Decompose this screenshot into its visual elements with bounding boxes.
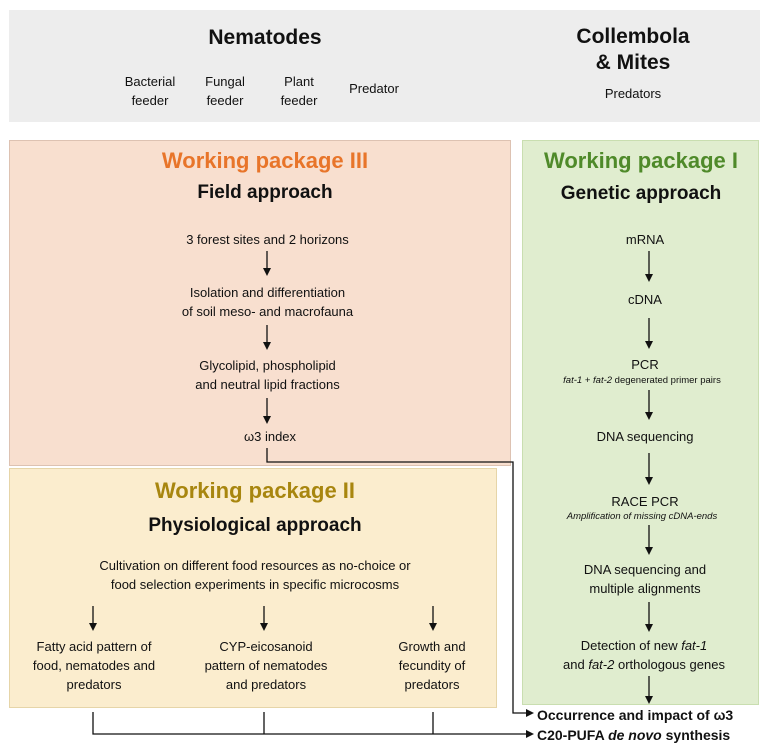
wp1-step-cdna: cDNA xyxy=(628,292,662,307)
wp1-seq-align-line1: DNA sequencing and xyxy=(583,562,707,577)
wp2-col1-line1: Fatty acid pattern of xyxy=(36,639,152,654)
wp2-col2-line3: and predators xyxy=(225,677,307,692)
wp1-pcr-note-plus: + xyxy=(582,375,594,386)
wp1-pcr-note-gene2: fat-2 xyxy=(593,375,613,386)
wp1-step-race-pcr: RACE PCR xyxy=(611,494,679,509)
wp3-step-isolation-line1: Isolation and differentiation xyxy=(189,285,346,300)
wp2-col2-line1: CYP-eicosanoid xyxy=(219,639,313,654)
wp2-col2-line2: pattern of nematodes xyxy=(204,658,328,673)
collembola-title-line2: & Mites xyxy=(595,51,671,74)
wp3-step-sites: 3 forest sites and 2 horizons xyxy=(186,232,349,247)
feeder-fungal: Fungal feeder xyxy=(190,72,260,110)
wp1-pcr-note-rest: degenerated primer pairs xyxy=(612,375,721,386)
outcome-text2: synthesis xyxy=(661,727,731,743)
wp2-intro-line1: Cultivation on different food resources … xyxy=(99,558,411,573)
wp2-intro-line2: food selection experiments in specific m… xyxy=(110,577,400,592)
wp2-growth-fecundity: Growth and fecundity of predators xyxy=(370,637,494,694)
wp1-step-pcr: PCR xyxy=(631,357,659,372)
outcome-line1: Occurrence and impact of ω3 xyxy=(537,707,734,723)
feeder-bacterial: Bacterial feeder xyxy=(110,72,190,110)
wp3-step-lipids-line1: Glycolipid, phospholipid xyxy=(199,358,336,373)
collembola-predators: Predators xyxy=(604,86,662,101)
wp1-detection-text2: and xyxy=(563,657,589,672)
wp1-subtitle: Genetic approach xyxy=(560,183,722,204)
wp2-subtitle: Physiological approach xyxy=(148,515,362,536)
feeder-plant-line2: feeder xyxy=(280,93,318,108)
wp1-detection-line1: Detection of new fat-1 xyxy=(530,636,758,655)
wp1-race-note: Amplification of missing cDNA-ends xyxy=(566,511,718,522)
collembola-title-line1: Collembola xyxy=(576,25,690,48)
feeder-plant-line1: Plant xyxy=(284,74,314,89)
arrow-wp2-to-outcome xyxy=(92,712,534,738)
wp3-step-lipids-line2: and neutral lipid fractions xyxy=(195,377,340,392)
wp1-panel xyxy=(522,140,759,705)
outcome-statement: Occurrence and impact of ω3 C20-PUFA de … xyxy=(535,705,765,745)
wp2-col3-line2: fecundity of xyxy=(398,658,466,673)
wp1-title: Working package I xyxy=(544,148,738,173)
wp2-col1-line3: predators xyxy=(66,677,122,692)
arrow-omega3-to-outcome xyxy=(266,448,534,717)
wp3-step-omega3-index: ω3 index xyxy=(243,429,297,444)
feeder-bacterial-line1: Bacterial xyxy=(124,74,176,89)
feeder-fungal-line2: feeder xyxy=(206,93,244,108)
feeder-bacterial-line2: feeder xyxy=(131,93,169,108)
wp3-step-isolation-line2: of soil meso- and macrofauna xyxy=(181,304,354,319)
wp1-step-detection: Detection of new fat-1 and fat-2 ortholo… xyxy=(530,636,758,674)
organisms-banner xyxy=(9,10,760,122)
wp2-panel xyxy=(9,468,497,708)
outcome-text-denovo: de novo xyxy=(608,727,662,743)
wp1-detection-gene1: fat-1 xyxy=(681,638,708,653)
wp3-step-lipids: Glycolipid, phospholipid and neutral lip… xyxy=(120,356,415,394)
wp2-intro: Cultivation on different food resources … xyxy=(20,556,490,594)
feeder-predator: Predator xyxy=(349,81,399,96)
feeder-fungal-line1: Fungal xyxy=(205,74,245,89)
wp3-step-isolation: Isolation and differentiation of soil me… xyxy=(120,283,415,321)
wp1-pcr-note: fat-1 + fat-2 degenerated primer pairs xyxy=(528,375,756,386)
wp1-step-dna-sequencing: DNA sequencing xyxy=(596,429,694,444)
wp1-pcr-note-gene1: fat-1 xyxy=(563,375,583,386)
wp1-detection-gene2: fat-2 xyxy=(588,657,615,672)
nematodes-title: Nematodes xyxy=(208,26,322,49)
wp1-step-mrna: mRNA xyxy=(625,232,665,247)
wp2-cyp-eicosanoid-pattern: CYP-eicosanoid pattern of nematodes and … xyxy=(188,637,344,694)
wp1-detection-text3: orthologous genes xyxy=(614,657,725,672)
wp2-col3-line3: predators xyxy=(404,677,460,692)
wp3-subtitle: Field approach xyxy=(197,182,333,203)
wp2-col1-line2: food, nematodes and xyxy=(32,658,156,673)
wp3-title: Working package III xyxy=(161,148,369,173)
collembola-title: Collembola & Mites xyxy=(548,24,718,76)
wp1-detection-line2: and fat-2 orthologous genes xyxy=(530,655,758,674)
wp2-fatty-acid-pattern: Fatty acid pattern of food, nematodes an… xyxy=(16,637,172,694)
outcome-text1: C20-PUFA xyxy=(537,727,609,743)
wp3-panel xyxy=(9,140,511,466)
wp1-seq-align-line2: multiple alignments xyxy=(589,581,701,596)
wp1-step-seq-alignments: DNA sequencing and multiple alignments xyxy=(540,560,750,598)
wp1-detection-text1: Detection of new xyxy=(580,638,682,653)
wp2-title: Working package II xyxy=(154,478,356,503)
wp2-col3-line1: Growth and xyxy=(398,639,466,654)
outcome-line2: C20-PUFA de novo synthesis xyxy=(535,725,765,745)
feeder-plant: Plant feeder xyxy=(264,72,334,110)
